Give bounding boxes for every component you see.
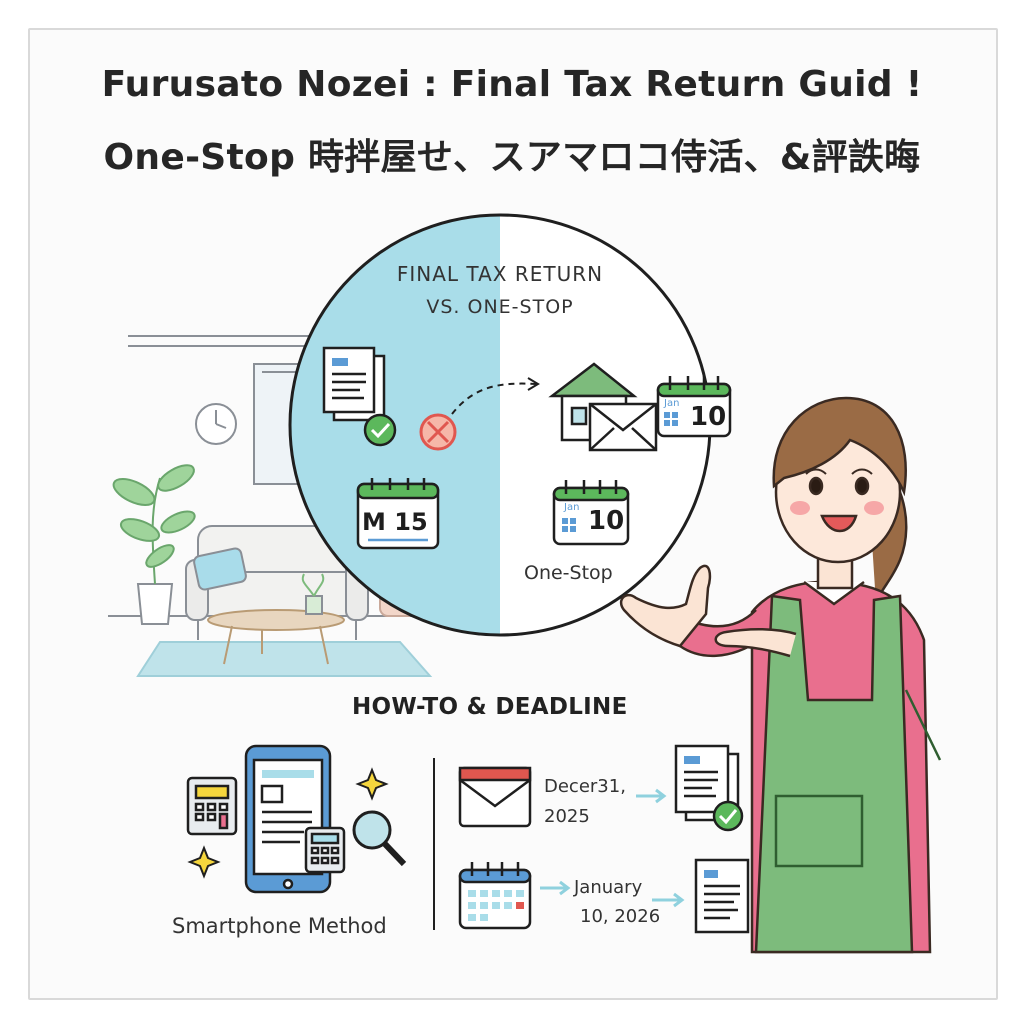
calendar-icon-jan-10 — [656, 376, 732, 438]
completed-document-icon — [674, 744, 744, 832]
tax-document-icon — [322, 346, 386, 422]
presenter-illustration — [619, 396, 942, 954]
calendar-icon — [356, 478, 440, 550]
right-calendar-day: 10 — [690, 402, 727, 432]
calculator-icon — [186, 776, 238, 836]
deadline-calendar-icon — [458, 862, 532, 930]
clock-icon — [195, 403, 237, 445]
deadline1-date: Decer31, — [544, 776, 626, 797]
arrow-right-icon-2 — [540, 880, 571, 896]
left-calendar-label: M 15 — [362, 508, 428, 536]
deadline1-year: 2025 — [544, 806, 590, 827]
arrow-right-icon — [636, 788, 667, 804]
right-calendar-month: Jan — [664, 398, 680, 409]
page-subtitle: One-Stop 時拌屋せ、スアマロコ侍活、&評詄晦 — [103, 137, 921, 178]
mail-envelope-icon — [458, 766, 532, 828]
howto-heading: HOW-TO & DEADLINE — [352, 694, 628, 720]
onestop-calendar-month: Jan — [564, 502, 580, 513]
onestop-label: One-Stop — [524, 562, 613, 584]
deadline2-month: January — [574, 877, 643, 898]
calendar-icon-onestop — [552, 480, 630, 546]
comparison-title: FINAL TAX RETURN — [396, 262, 604, 286]
return-document-icon — [694, 858, 750, 934]
plant-icon — [112, 464, 196, 625]
mini-calculator-icon — [304, 826, 346, 874]
smartphone-method-label: Smartphone Method — [172, 914, 387, 938]
cross-icon — [419, 413, 457, 451]
comparison-subtitle: VS. ONE-STOP — [426, 296, 574, 318]
envelope-icon — [588, 402, 658, 452]
onestop-calendar-day: 10 — [588, 506, 625, 536]
page-title: Furusato Nozei : Final Tax Return Guid ! — [101, 64, 923, 105]
magnifier-icon — [352, 810, 407, 867]
sparkle-icon — [187, 767, 389, 879]
check-icon — [363, 413, 397, 447]
dashed-arrow-icon — [451, 377, 540, 415]
deadline2-date: 10, 2026 — [580, 906, 661, 927]
small-plant-icon — [301, 573, 325, 615]
arrow-right-icon-3 — [652, 892, 685, 908]
living-room-illustration — [108, 335, 433, 677]
